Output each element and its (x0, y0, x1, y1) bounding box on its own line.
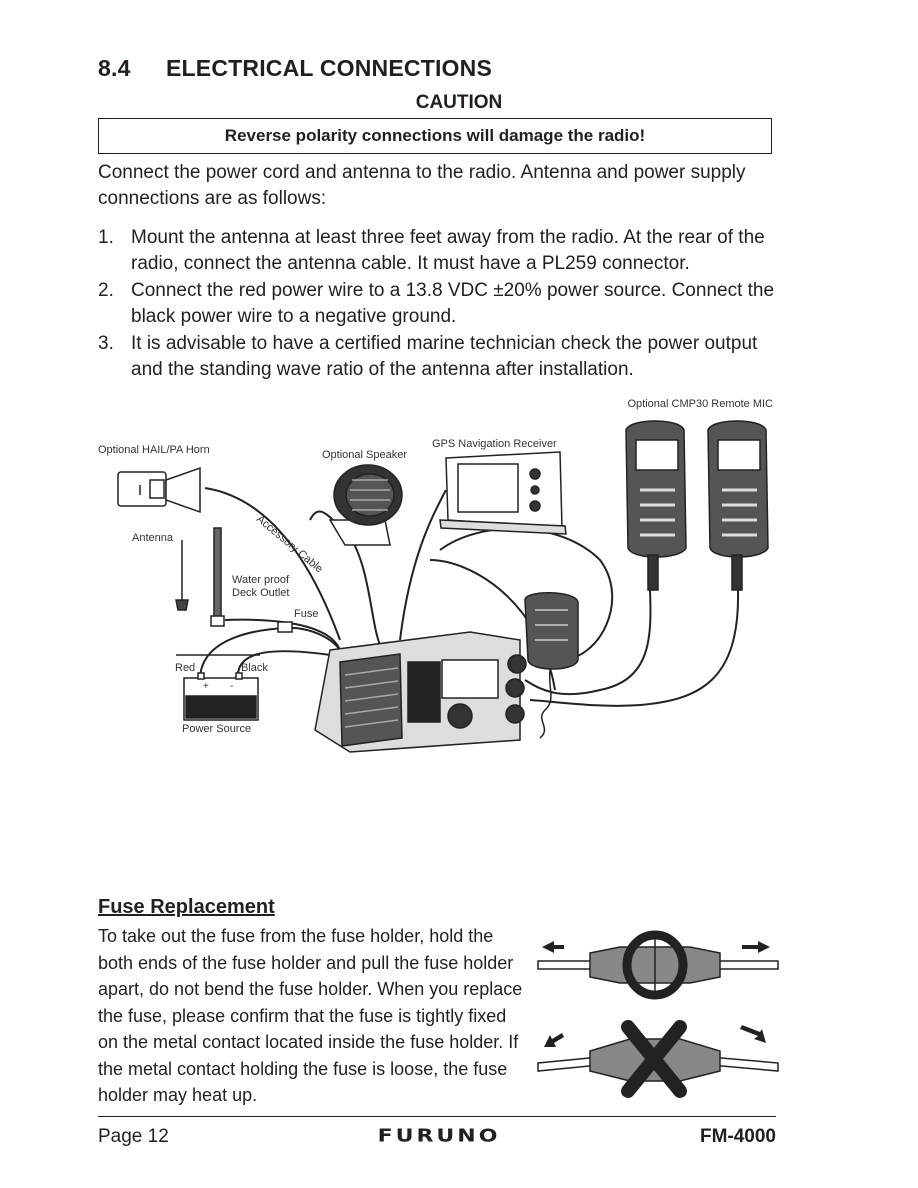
battery-icon (183, 672, 259, 721)
step-number: 2. (98, 280, 114, 301)
brand-logo: FURUNO (377, 1126, 501, 1147)
steps-list: 1. Mount the antenna at least three feet … (98, 225, 778, 384)
step-text: It is advisable to have a certified mari… (131, 333, 758, 380)
fuse-icon (277, 621, 293, 633)
step-number: 1. (98, 227, 114, 248)
fuse-holder-diagram (537, 930, 779, 1098)
antenna-icon (175, 527, 225, 627)
gps-cable (399, 489, 447, 641)
footer-rule (98, 1116, 776, 1117)
accessory-cable-label: Accessory Cable (254, 513, 325, 575)
mic-cable-2 (529, 589, 740, 707)
fuse-replacement-text: To take out the fuse from the fuse holde… (98, 926, 523, 1105)
intro-paragraph: Connect the power cord and antenna to th… (98, 162, 746, 209)
page-number: Page 12 (98, 1126, 169, 1147)
deck-outlet-label-1: Water proof (232, 574, 290, 586)
fuse-holder-correct (537, 930, 779, 1000)
antenna-label: Antenna (132, 532, 174, 544)
arrow-down-right-icon (740, 1025, 766, 1043)
horn-label: Optional HAIL/PA Horn (98, 444, 210, 456)
section-heading: 8.4 ELECTRICAL CONNECTIONS (98, 55, 492, 82)
minus-label: - (230, 681, 233, 692)
black-label: Black (241, 662, 268, 674)
remote-mic-2-icon (707, 420, 769, 591)
arrow-right-icon (742, 941, 770, 953)
horn-cable (204, 487, 341, 641)
wiring-diagram: Optional CMP30 Remote MIC Optional HAIL/… (98, 398, 774, 753)
step-number: 3. (98, 333, 114, 354)
caution-message: Reverse polarity connections will damage… (224, 126, 646, 145)
caution-title: CAUTION (415, 92, 503, 113)
speaker-icon (328, 464, 403, 546)
fuse-replacement-title: Fuse Replacement (98, 896, 275, 918)
hand-microphone-icon (524, 592, 579, 739)
section-number: 8.4 (98, 55, 131, 81)
step-text: Mount the antenna at least three feet aw… (131, 227, 765, 274)
power-source-label: Power Source (182, 723, 251, 735)
red-label: Red (175, 662, 195, 674)
list-item: 2. Connect the red power wire to a 13.8 V… (98, 278, 778, 330)
deck-outlet-label-2: Deck Outlet (232, 587, 289, 599)
arrow-left-icon (542, 941, 564, 953)
remote-mic-label: Optional CMP30 Remote MIC (628, 398, 774, 410)
section-title: ELECTRICAL CONNECTIONS (166, 55, 492, 81)
list-item: 1. Mount the antenna at least three feet … (98, 225, 778, 277)
gps-receiver-icon (439, 451, 567, 535)
gps-label: GPS Navigation Receiver (432, 438, 557, 450)
caution-box: Reverse polarity connections will damage… (98, 118, 772, 154)
gps-data-cable (439, 527, 614, 661)
model-name: FM-4000 (699, 1126, 776, 1147)
list-item: 3. It is advisable to have a certified ma… (98, 331, 778, 383)
horn-icon (117, 466, 201, 514)
fuse-label: Fuse (294, 608, 318, 620)
cross-mark-icon (621, 1020, 687, 1098)
radio-unit-icon (314, 631, 527, 753)
arrow-down-left-icon (544, 1033, 564, 1047)
plus-label: + (203, 681, 209, 692)
step-text: Connect the red power wire to a 13.8 VDC… (131, 280, 775, 327)
antenna-cable (224, 618, 341, 651)
mic-cable-1 (524, 589, 652, 696)
remote-mic-1-icon (625, 420, 687, 591)
speaker-label: Optional Speaker (322, 449, 407, 461)
